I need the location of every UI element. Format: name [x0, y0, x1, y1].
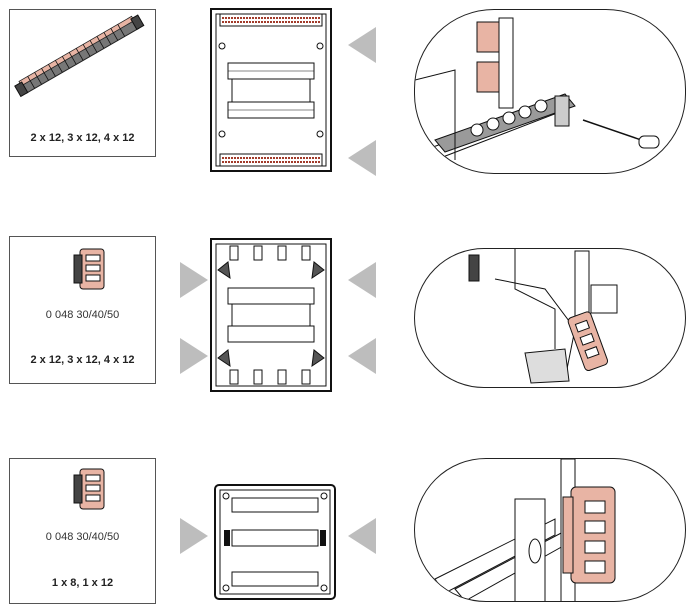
- enclosure-top-bottom-busbars-icon: [210, 8, 332, 172]
- enclosure-corner-terminals-icon: [210, 238, 332, 392]
- product-code: 0 048 30/40/50: [45, 309, 120, 321]
- sizes-label: 2 x 12, 3 x 12, 4 x 12: [30, 354, 135, 366]
- detail-view-busbar-mounting: [414, 9, 686, 174]
- arrow-right-icon: [180, 262, 208, 298]
- rail-terminal-detail-icon: [434, 459, 616, 601]
- arrow-left-icon: [348, 262, 376, 298]
- sizes-label: 1 x 8, 1 x 12: [51, 577, 114, 589]
- product-card-1: 2 x 12, 3 x 12, 4 x 12: [9, 9, 156, 157]
- detail-view-rail-terminal: [414, 458, 686, 602]
- arrow-right-icon: [180, 338, 208, 374]
- product-card-3: 0 048 30/40/50 1 x 8, 1 x 12: [9, 458, 156, 604]
- sizes-label: 2 x 12, 3 x 12, 4 x 12: [30, 132, 135, 144]
- terminal-block-icon: [73, 248, 105, 290]
- small-enclosure-icon: [214, 484, 336, 600]
- detail-view-corner-terminal: [414, 248, 686, 388]
- arrow-left-icon: [348, 27, 376, 63]
- arrow-left-icon: [348, 338, 376, 374]
- corner-terminal-detail-icon: [468, 249, 618, 384]
- terminal-block-icon: [73, 468, 105, 510]
- arrow-right-icon: [180, 518, 208, 554]
- arrow-left-icon: [348, 518, 376, 554]
- busbar-screwdriver-detail-icon: [415, 17, 660, 161]
- busbar-terminal-strip-icon: [14, 14, 145, 98]
- product-code: 0 048 30/40/50: [45, 531, 120, 543]
- arrow-left-icon: [348, 140, 376, 176]
- product-card-2: 0 048 30/40/50 2 x 12, 3 x 12, 4 x 12: [9, 236, 156, 384]
